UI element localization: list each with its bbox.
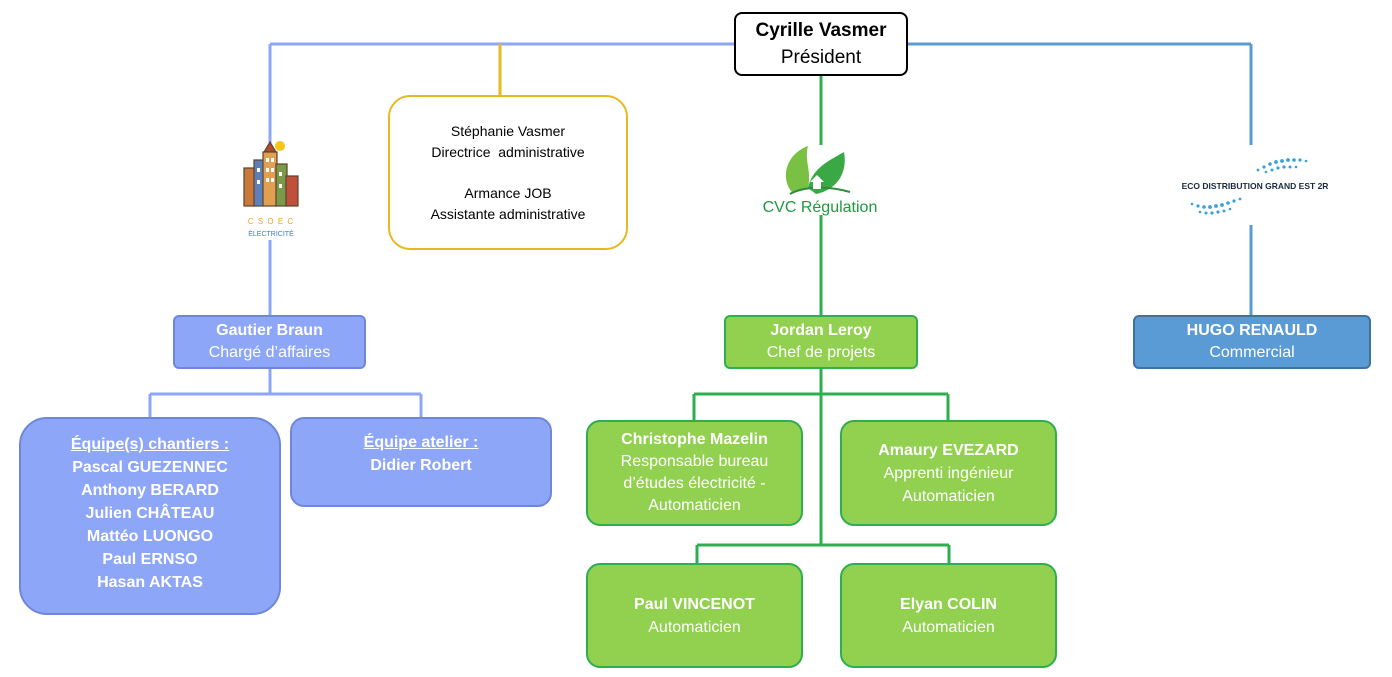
chantiers-member: Hasan AKTAS bbox=[97, 574, 203, 591]
christophe-box[interactable]: Christophe Mazelin Responsable bureau d’… bbox=[586, 420, 803, 526]
chantiers-member: Pascal GUEZENNEC bbox=[72, 459, 228, 476]
gautier-name: Gautier Braun bbox=[216, 322, 323, 339]
chantiers-member: Julien CHÂTEAU bbox=[85, 505, 215, 522]
christophe-role-line: Automaticien bbox=[648, 497, 741, 514]
atelier-title: Équipe atelier : bbox=[363, 434, 479, 451]
chantiers-member: Mattéo LUONGO bbox=[86, 528, 214, 545]
chantiers-team-box[interactable]: Équipe(s) chantiers : Pascal GUEZENNEC A… bbox=[19, 417, 281, 615]
president-name: Cyrille Vasmer bbox=[755, 20, 887, 41]
christophe-role-line: d’études électricité - bbox=[623, 475, 766, 492]
admin-name-1: Stéphanie Vasmer bbox=[450, 122, 566, 139]
hugo-box[interactable]: HUGO RENAULD Commercial bbox=[1133, 315, 1371, 369]
paul-role: Automaticien bbox=[648, 618, 741, 636]
jordan-name: Jordan Leroy bbox=[770, 322, 872, 339]
chantiers-member: Paul ERNSO bbox=[102, 551, 198, 568]
amaury-box[interactable]: Amaury EVEZARD Apprenti ingénieur Automa… bbox=[840, 420, 1057, 526]
admin-name-2: Armance JOB bbox=[464, 184, 552, 201]
admin-box[interactable]: Stéphanie Vasmer Directrice administrati… bbox=[388, 95, 628, 250]
eco-logo: ECO DISTRIBUTION GRAND EST 2R bbox=[1166, 148, 1344, 222]
paul-name: Paul VINCENOT bbox=[634, 595, 755, 613]
amaury-role-line: Automaticien bbox=[902, 487, 995, 505]
jordan-role: Chef de projets bbox=[766, 344, 876, 361]
admin-role-2: Assistante administrative bbox=[430, 205, 586, 222]
hugo-name: HUGO RENAULD bbox=[1186, 322, 1318, 339]
gautier-role: Chargé d’affaires bbox=[208, 344, 331, 361]
amaury-role-line: Apprenti ingénieur bbox=[883, 464, 1014, 482]
elyan-box[interactable]: Elyan COLIN Automaticien bbox=[840, 563, 1057, 668]
chantiers-title: Équipe(s) chantiers : bbox=[70, 436, 230, 453]
hugo-role: Commercial bbox=[1209, 344, 1295, 361]
president-box[interactable]: Cyrille Vasmer Président bbox=[734, 12, 908, 76]
amaury-name: Amaury EVEZARD bbox=[878, 441, 1019, 459]
paul-box[interactable]: Paul VINCENOT Automaticien bbox=[586, 563, 803, 668]
atelier-team-box[interactable]: Équipe atelier : Didier Robert bbox=[290, 417, 552, 507]
atelier-member: Didier Robert bbox=[370, 457, 472, 474]
admin-role-1: Directrice administrative bbox=[431, 143, 585, 160]
cvc-text: CVC Régulation bbox=[763, 199, 878, 216]
dotted-wave-icon: ECO DISTRIBUTION GRAND EST 2R bbox=[1182, 158, 1329, 215]
elyan-role: Automaticien bbox=[902, 618, 995, 636]
csoec-logo: C S O E C ÉLECTRICITÉ bbox=[236, 138, 306, 242]
elyan-name: Elyan COLIN bbox=[900, 595, 997, 613]
president-role: Président bbox=[780, 47, 862, 68]
christophe-name: Christophe Mazelin bbox=[621, 431, 768, 448]
csoec-text: C S O E C bbox=[248, 217, 294, 226]
gautier-box[interactable]: Gautier Braun Chargé d’affaires bbox=[173, 315, 366, 369]
city-skyline-icon: C S O E C ÉLECTRICITÉ bbox=[243, 140, 299, 238]
leaf-house-icon: CVC Régulation bbox=[763, 146, 878, 216]
eco-text: ECO DISTRIBUTION GRAND EST 2R bbox=[1182, 181, 1329, 191]
jordan-box[interactable]: Jordan Leroy Chef de projets bbox=[724, 315, 918, 369]
christophe-role-line: Responsable bureau bbox=[620, 453, 769, 470]
cvc-logo: CVC Régulation bbox=[752, 138, 888, 220]
chantiers-member: Anthony BERARD bbox=[81, 482, 219, 499]
csoec-subtext: ÉLECTRICITÉ bbox=[248, 229, 294, 238]
